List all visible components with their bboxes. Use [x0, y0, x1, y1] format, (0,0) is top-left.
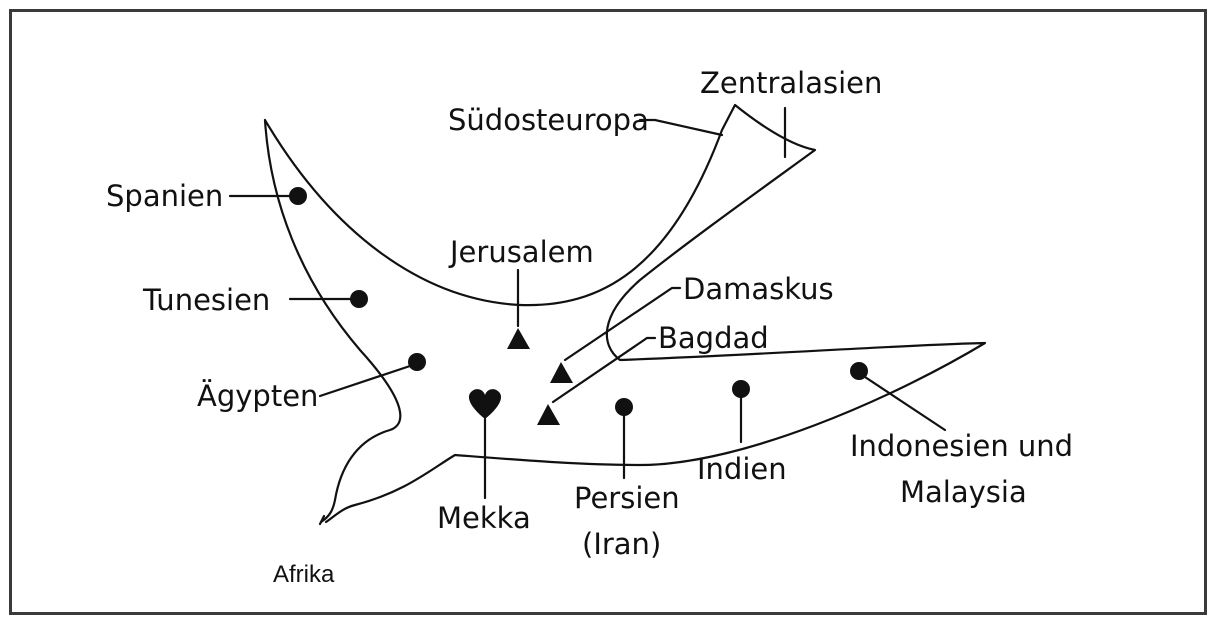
- spanien-dot: [289, 187, 307, 205]
- diagram-outline: [263, 103, 987, 524]
- label-suedosteuropa: Südosteuropa: [448, 103, 649, 137]
- indonesien-leader: [863, 375, 947, 432]
- indonesien-dot: [850, 362, 868, 380]
- label-afrika: Afrika: [273, 561, 335, 588]
- label-indien: Indien: [697, 452, 787, 486]
- bagdad-triangle: [537, 404, 560, 425]
- mekka-heart-icon: [468, 389, 502, 419]
- aegypten-dot: [408, 353, 426, 371]
- label-persien-line2: (Iran): [582, 527, 661, 561]
- diagram-frame: [9, 9, 1207, 615]
- label-spanien: Spanien: [106, 179, 223, 213]
- label-tunesien: Tunesien: [142, 283, 270, 317]
- suedosteuropa-leader: [638, 118, 724, 137]
- persien-dot: [615, 398, 633, 416]
- label-aegypten: Ägypten: [197, 379, 318, 413]
- label-persien-line1: Persien: [574, 481, 680, 515]
- label-bagdad: Bagdad: [658, 321, 769, 355]
- tunesien-dot: [350, 290, 368, 308]
- indien-dot: [732, 380, 750, 398]
- damaskus-leader: [563, 286, 682, 362]
- label-jerusalem: Jerusalem: [448, 235, 594, 269]
- bagdad-leader: [551, 336, 657, 404]
- aegypten-leader: [318, 364, 412, 398]
- label-indonesien-line2: Malaysia: [900, 475, 1027, 509]
- afrika-tail: [318, 514, 326, 526]
- label-mekka: Mekka: [437, 501, 531, 535]
- damaskus-triangle: [550, 362, 573, 383]
- label-indonesien-line1: Indonesien und: [850, 429, 1073, 463]
- jerusalem-triangle: [507, 328, 530, 349]
- label-zentralasien: Zentralasien: [700, 66, 882, 100]
- label-damaskus: Damaskus: [683, 272, 834, 306]
